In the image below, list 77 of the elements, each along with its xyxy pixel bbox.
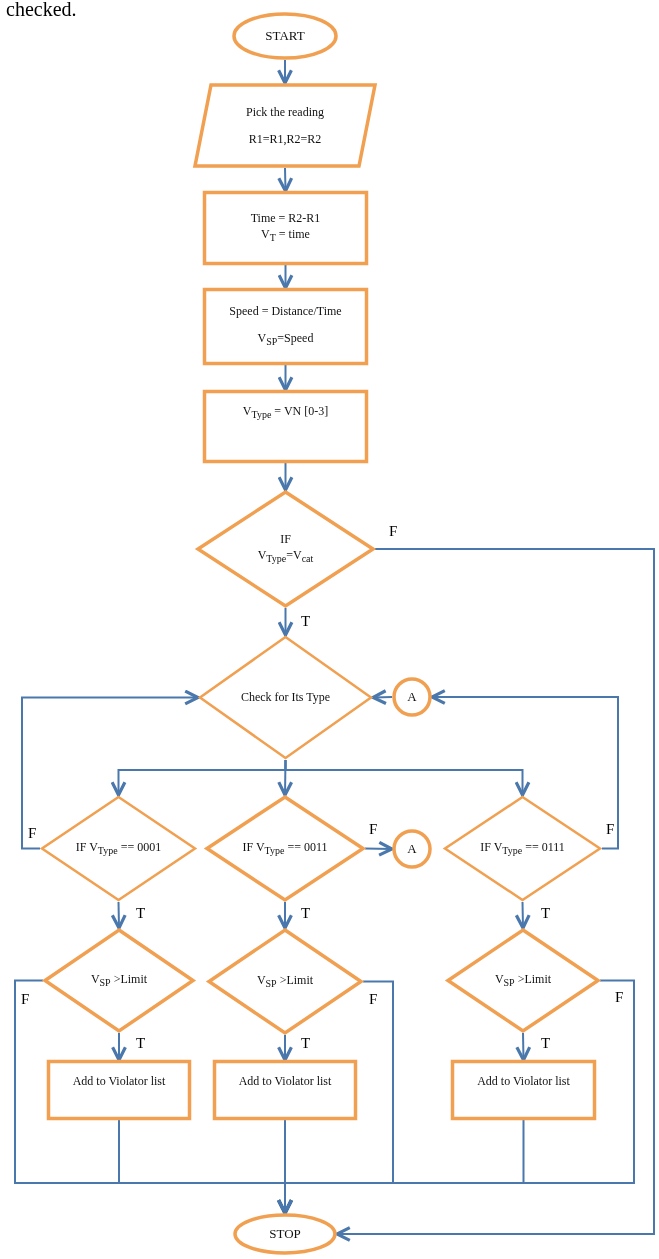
node-text: V$_{Type}$ = VN [0-3] [242,404,329,422]
node-text: V$_{Type}$=V$_{cat}$ [257,548,314,566]
process-box [203,191,368,265]
node-text: A [407,688,417,706]
node-text: IF V$_{Type}$ == 0111 [480,839,565,858]
edge-label: F [27,826,38,841]
node-text: V$_{T}$ = time [261,227,310,245]
arrow [277,167,294,193]
node-text: IF V$_{Type}$ == 0011 [242,839,328,858]
arrow [364,840,394,857]
node-text: A [407,840,417,858]
edge-label: T [300,1036,312,1051]
arrow [277,979,635,1215]
decision-diamond [198,635,373,760]
decision-diamond [196,490,375,608]
node-text: Time = R2-R1 [250,211,321,227]
process-box [451,1060,596,1120]
edge-label: F [388,524,399,539]
arrow [277,607,294,637]
decision-diamond [205,795,365,902]
process-box [213,1060,357,1120]
decision-diamond [443,795,602,902]
arrow [277,462,294,492]
node-text: Speed = Distance/Time [229,304,342,320]
decision-diamond [43,928,195,1033]
node-text: V$_{SP}$ >Limit [256,972,314,991]
process-box [203,390,368,463]
node-text: Check for Its Type [240,690,331,705]
connector-circle [392,677,432,717]
decision-diamond [446,928,600,1033]
edge-label: T [540,906,552,921]
arrow [277,1034,293,1062]
arrow [335,548,655,1242]
decision-diamond [207,928,363,1035]
arrow [277,759,294,797]
arrow [21,689,200,850]
edge-label: F [614,990,625,1005]
decision-diamond [40,795,197,902]
node-text: Add to Violator list [238,1074,332,1089]
node-text: V$_{SP}$ >Limit [494,971,552,990]
arrow [111,1032,127,1062]
edge-label: T [300,614,312,629]
connector-circle [392,829,432,869]
edge-label: F [20,992,31,1007]
arrow [284,759,531,797]
node-text: R1=R1,R2=R2 [248,131,322,147]
edge-label: T [300,906,312,921]
arrow [277,264,294,290]
node-text: IF [280,532,291,548]
arrow [371,689,393,706]
edge-label: F [368,992,379,1007]
node-text: Pick the reading [246,104,324,120]
arrow [430,689,619,850]
node-text: V$_{SP}$=Speed [257,331,314,349]
arrow [277,901,293,930]
node-text: V$_{SP}$ >Limit [90,971,148,990]
arrow [515,1032,532,1062]
node-text: Add to Violator list [72,1074,166,1089]
arrow [514,901,531,930]
arrow [277,59,293,85]
node-text: IF V$_{Type}$ == 0001 [75,839,162,858]
node-text: STOP [269,1225,301,1243]
terminal-oval [232,12,338,60]
caption-text: checked. [6,0,77,21]
arrow [277,364,294,392]
node-text: START [265,27,305,45]
input-parallelogram [193,83,377,168]
node-text: Add to Violator list [477,1074,570,1089]
edge-label: T [540,1036,552,1051]
process-box [47,1060,191,1120]
edge-label: F [368,822,379,837]
edge-label: T [135,1036,147,1051]
edge-label: F [605,822,616,837]
edge-label: T [135,906,147,921]
terminal-oval [233,1213,337,1255]
arrow [110,901,127,930]
process-box [203,288,368,365]
